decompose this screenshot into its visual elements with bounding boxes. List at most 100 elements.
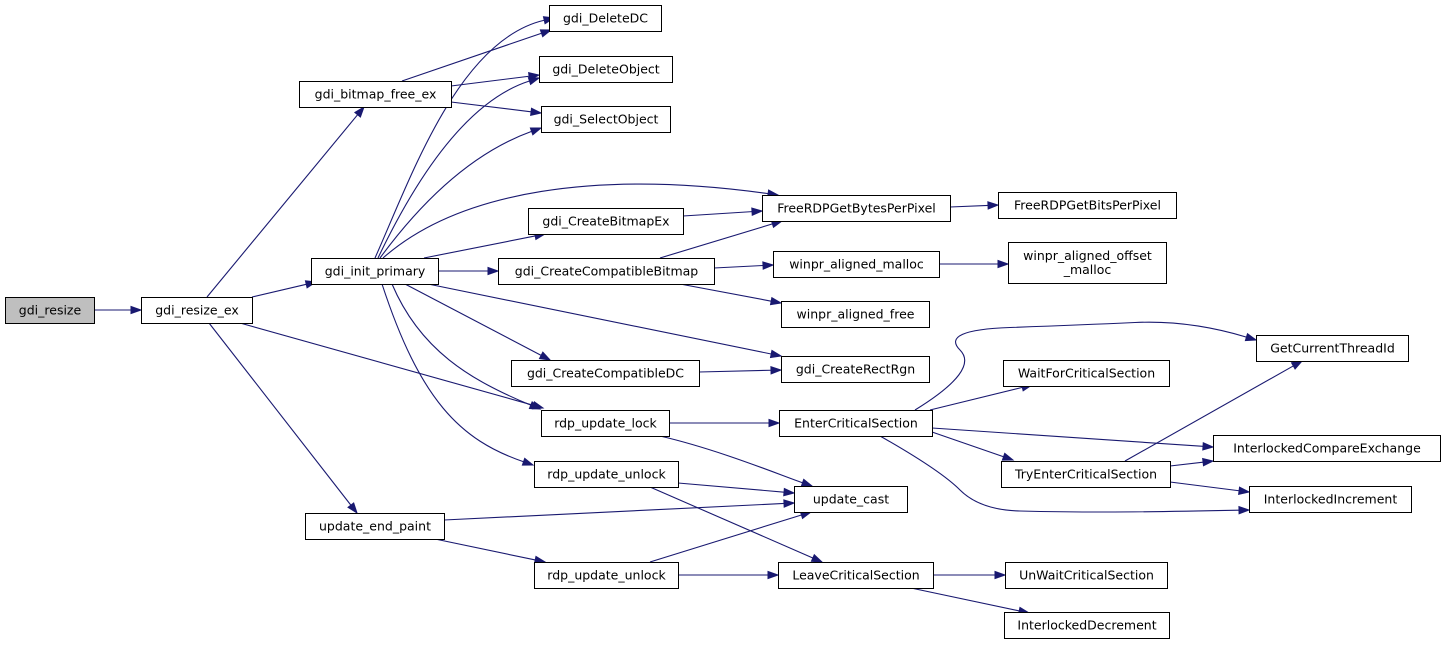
node-box[interactable]: [1001, 461, 1171, 488]
node-FreeRDPGetBytesPerPixel[interactable]: FreeRDPGetBytesPerPixel: [762, 195, 951, 222]
edge-gdi_init_primary-to-gdi_CreateRectRgn: [427, 283, 783, 359]
node-gdi_CreateRectRgn[interactable]: gdi_CreateRectRgn: [781, 356, 930, 383]
arrowhead-icon: [783, 487, 796, 497]
node-box[interactable]: [794, 486, 908, 513]
node-label: LeaveCriticalSection: [792, 568, 919, 583]
node-TryEnterCriticalSection[interactable]: TryEnterCriticalSection: [1001, 461, 1171, 488]
node-box[interactable]: [299, 81, 452, 108]
node-box[interactable]: [528, 208, 684, 235]
arrowhead-icon: [353, 105, 365, 118]
node-label: GetCurrentThreadId: [1270, 341, 1395, 356]
edge-line: [427, 283, 772, 355]
node-box[interactable]: [1008, 242, 1167, 284]
node-InterlockedDecrement[interactable]: InterlockedDecrement: [1004, 612, 1170, 639]
node-box[interactable]: [511, 360, 700, 387]
arrowhead-icon: [1244, 332, 1258, 342]
edge-gdi_CreateCompatibleBitmap-to-winpr_aligned_free: [679, 283, 783, 306]
node-EnterCriticalSection[interactable]: EnterCriticalSection: [779, 410, 933, 437]
node-box[interactable]: [539, 56, 673, 83]
node-gdi_DeleteDC[interactable]: gdi_DeleteDC: [549, 5, 662, 32]
node-gdi_init_primary[interactable]: gdi_init_primary: [311, 258, 439, 285]
arrowhead-icon: [1001, 452, 1015, 461]
node-gdi_CreateCompatibleDC[interactable]: gdi_CreateCompatibleDC: [511, 360, 700, 387]
node-box[interactable]: [1004, 612, 1170, 639]
node-label: TryEnterCriticalSection: [1014, 467, 1157, 482]
node-gdi_DeleteObject[interactable]: gdi_DeleteObject: [539, 56, 673, 83]
node-UnWaitCriticalSection[interactable]: UnWaitCriticalSection: [1005, 562, 1168, 589]
arrowhead-icon: [783, 499, 796, 508]
node-label: update_end_paint: [319, 519, 431, 534]
node-label: gdi_DeleteObject: [552, 62, 659, 77]
node-box[interactable]: [541, 410, 670, 437]
edges-layer: [94, 16, 1304, 616]
edge-line: [450, 101, 532, 113]
edge-line: [914, 321, 1247, 411]
node-box[interactable]: [311, 258, 439, 285]
node-gdi_resize_ex[interactable]: gdi_resize_ex: [141, 297, 253, 324]
node-box[interactable]: [998, 192, 1177, 219]
node-FreeRDPGetBitsPerPixel[interactable]: FreeRDPGetBitsPerPixel: [998, 192, 1177, 219]
arrowhead-icon: [768, 418, 781, 428]
edge-line: [374, 19, 545, 259]
node-gdi_resize[interactable]: gdi_resize: [5, 297, 95, 324]
node-label: winpr_aligned_free: [797, 307, 915, 322]
node-box[interactable]: [534, 461, 679, 488]
edge-line: [679, 283, 772, 302]
edge-gdi_CreateCompatibleDC-to-gdi_CreateRectRgn: [698, 365, 783, 375]
arrowhead-icon: [530, 107, 543, 117]
node-GetCurrentThreadId[interactable]: GetCurrentThreadId: [1256, 335, 1409, 362]
node-update_end_paint[interactable]: update_end_paint: [305, 513, 445, 540]
node-box[interactable]: [5, 297, 95, 324]
edge-line: [381, 283, 524, 463]
node-rdp_update_lock[interactable]: rdp_update_lock: [541, 410, 670, 437]
edge-gdi_init_primary-to-rdp_update_lock: [391, 283, 542, 410]
node-gdi_SelectObject[interactable]: gdi_SelectObject: [541, 106, 671, 133]
node-box[interactable]: [781, 301, 930, 328]
edge-line: [391, 283, 531, 406]
node-box[interactable]: [778, 562, 934, 589]
edge-line: [239, 322, 534, 406]
node-box[interactable]: [779, 410, 933, 437]
node-rdp_update_unlock_a[interactable]: rdp_update_unlock: [534, 461, 679, 488]
node-label: _malloc: [1063, 262, 1112, 277]
node-box[interactable]: [498, 258, 715, 285]
node-box[interactable]: [1213, 435, 1441, 462]
edge-FreeRDPGetBytesPerPixel-to-FreeRDPGetBitsPerPixel: [949, 201, 1000, 210]
node-gdi_bitmap_free_ex[interactable]: gdi_bitmap_free_ex: [299, 81, 452, 108]
node-box[interactable]: [773, 251, 940, 278]
arrowhead-icon: [762, 261, 775, 270]
node-box[interactable]: [549, 5, 662, 32]
edge-gdi_bitmap_free_ex-to-gdi_DeleteDC: [401, 29, 553, 82]
node-box[interactable]: [534, 562, 679, 589]
node-box[interactable]: [305, 513, 445, 540]
node-box[interactable]: [1005, 562, 1168, 589]
node-label: gdi_DeleteDC: [563, 11, 648, 26]
node-gdi_CreateCompatibleBitmap[interactable]: gdi_CreateCompatibleBitmap: [498, 258, 715, 285]
node-InterlockedCompareExchange[interactable]: InterlockedCompareExchange: [1213, 435, 1441, 462]
arrowhead-icon: [810, 553, 824, 563]
node-rdp_update_unlock_b[interactable]: rdp_update_unlock: [534, 562, 679, 589]
node-LeaveCriticalSection[interactable]: LeaveCriticalSection: [778, 562, 934, 589]
arrowhead-icon: [539, 29, 553, 38]
edge-line: [450, 75, 530, 87]
node-winpr_aligned_malloc[interactable]: winpr_aligned_malloc: [773, 251, 940, 278]
node-winpr_aligned_free[interactable]: winpr_aligned_free: [781, 301, 930, 328]
node-InterlockedIncrement[interactable]: InterlockedIncrement: [1249, 486, 1412, 513]
edge-line: [910, 587, 1020, 612]
node-winpr_aligned_offset_malloc[interactable]: winpr_aligned_offset_malloc: [1008, 242, 1167, 284]
node-label: InterlockedDecrement: [1017, 618, 1156, 633]
node-box[interactable]: [141, 297, 253, 324]
node-box[interactable]: [1249, 486, 1412, 513]
node-WaitForCriticalSection[interactable]: WaitForCriticalSection: [1003, 360, 1170, 387]
node-update_cast[interactable]: update_cast: [794, 486, 908, 513]
node-box[interactable]: [541, 106, 671, 133]
node-gdi_CreateBitmapEx[interactable]: gdi_CreateBitmapEx: [528, 208, 684, 235]
arrowhead-icon: [1202, 457, 1215, 467]
node-box[interactable]: [781, 356, 930, 383]
node-box[interactable]: [1256, 335, 1409, 362]
edge-line: [1124, 365, 1294, 462]
node-box[interactable]: [1003, 360, 1170, 387]
node-box[interactable]: [762, 195, 951, 222]
edge-line: [1169, 461, 1204, 467]
edge-rdp_update_lock-to-update_cast: [659, 435, 814, 487]
